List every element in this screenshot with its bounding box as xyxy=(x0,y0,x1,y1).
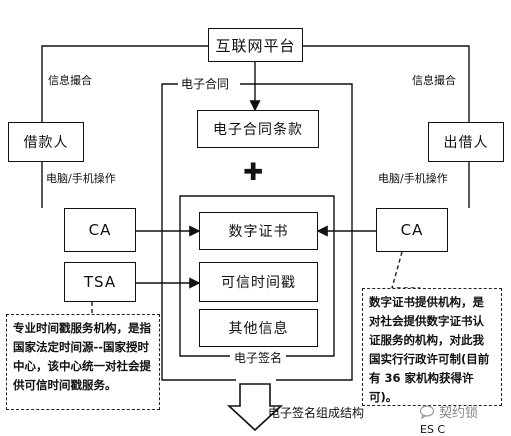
watermark-text: 契约锁 xyxy=(439,406,479,421)
ca-left-label: CA xyxy=(88,221,112,239)
trusted-timestamp-label: 可信时间戳 xyxy=(221,275,296,291)
borrower-label: 借款人 xyxy=(23,135,69,151)
electronic-contract-label: 电子合同 xyxy=(178,75,233,92)
contract-terms-label: 电子合同条款 xyxy=(213,122,303,138)
plus-icon: ✚ xyxy=(243,158,264,186)
tsa-note-text: 专业时间戳服务机构，是指国家法定时间源--国家授时中心，该中心统一对社会提供可信… xyxy=(13,321,151,392)
other-info-box: 其他信息 xyxy=(199,309,318,347)
tsa-label: TSA xyxy=(83,273,117,291)
ca-note-text: 数字证书提供机构，是对社会提供数字证书认证服务的机构，对此我国实行行政许可制(目… xyxy=(369,295,490,404)
device-op-right-label: 电脑/手机操作 xyxy=(378,172,448,185)
other-info-label: 其他信息 xyxy=(228,321,289,337)
ca-right-label: CA xyxy=(400,221,424,239)
bottom-cut-text: ES C xyxy=(420,423,446,436)
platform-box: 互联网平台 xyxy=(208,28,303,62)
structure-caption: 电子签名组成结构 xyxy=(268,406,365,420)
info-match-left-label: 信息撮合 xyxy=(48,74,92,87)
info-match-right-label: 信息撮合 xyxy=(412,74,456,87)
contract-terms-box: 电子合同条款 xyxy=(197,110,319,148)
lender-label: 出借人 xyxy=(443,135,489,151)
ca-right-box: CA xyxy=(376,208,448,252)
electronic-signature-label: 电子签名 xyxy=(232,349,285,366)
device-op-left-label: 电脑/手机操作 xyxy=(46,172,116,185)
digital-cert-label: 数字证书 xyxy=(228,224,289,240)
down-arrow xyxy=(226,383,284,432)
tsa-box: TSA xyxy=(64,262,136,302)
ca-left-box: CA xyxy=(64,208,136,252)
chat-bubble-icon xyxy=(420,404,435,419)
borrower-box: 借款人 xyxy=(8,122,84,162)
tsa-note-callout: 专业时间戳服务机构，是指国家法定时间源--国家授时中心，该中心统一对社会提供可信… xyxy=(6,314,160,410)
platform-label: 互联网平台 xyxy=(215,36,296,55)
ca-note-callout: 数字证书提供机构，是对社会提供数字证书认证服务的机构，对此我国实行行政许可制(目… xyxy=(362,288,502,406)
lender-box: 出借人 xyxy=(428,122,504,162)
digital-cert-box: 数字证书 xyxy=(199,212,318,250)
trusted-timestamp-box: 可信时间戳 xyxy=(199,262,318,302)
watermark: 契约锁 xyxy=(420,402,478,421)
